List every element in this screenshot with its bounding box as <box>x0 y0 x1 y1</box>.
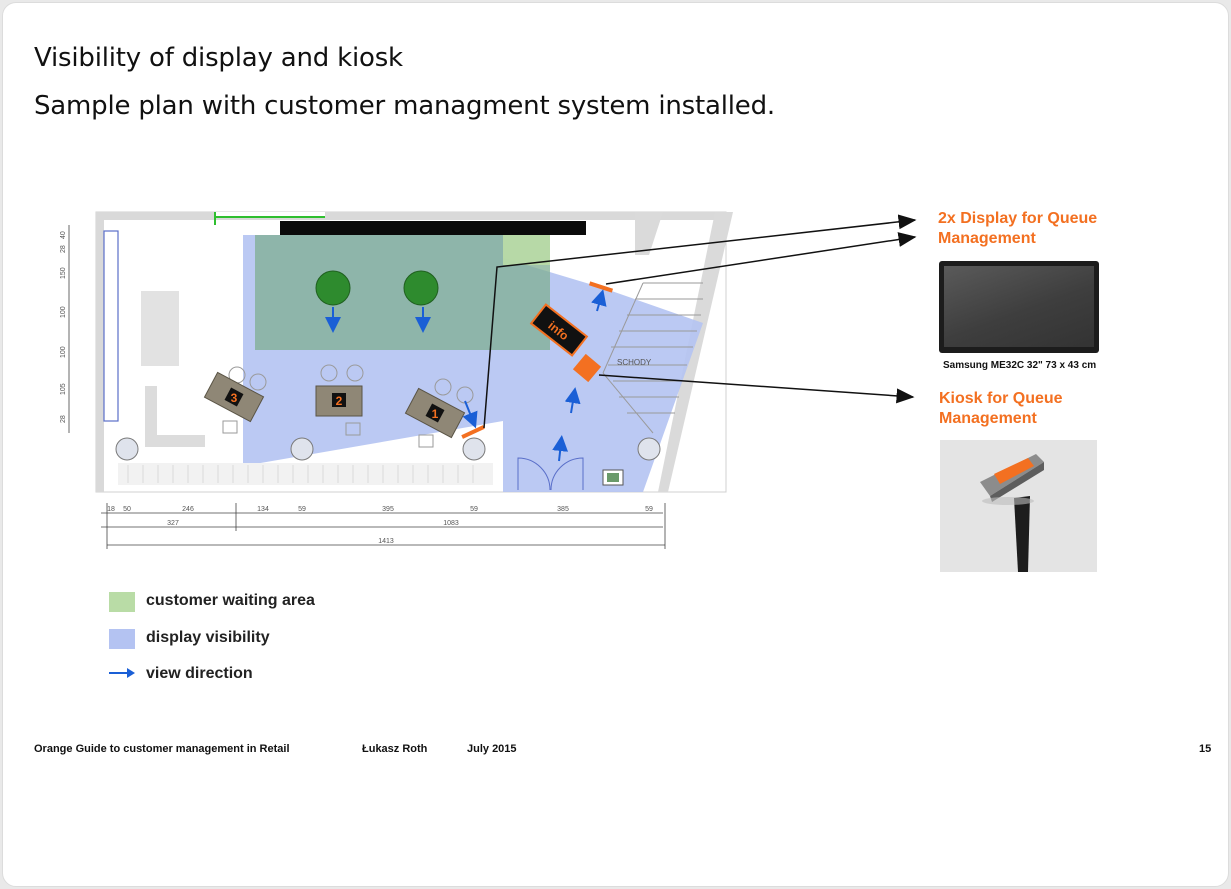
svg-text:59: 59 <box>298 506 306 513</box>
display-on-plan-1 <box>588 281 614 293</box>
kiosk-on-plan <box>572 353 602 383</box>
svg-text:134: 134 <box>257 506 269 513</box>
svg-text:327: 327 <box>167 520 179 527</box>
svg-text:59: 59 <box>470 506 478 513</box>
entrance-door <box>517 457 584 491</box>
view-direction-arrows <box>325 289 607 462</box>
legend-item-waiting: customer waiting area <box>109 591 369 613</box>
display-callout-title: 2x Display for Queue Management <box>938 210 1098 247</box>
legend-label-waiting: customer waiting area <box>146 592 315 609</box>
customer-waiting-area <box>255 235 550 350</box>
desk-1 <box>404 387 466 439</box>
desk-3-label: 3 <box>231 391 238 405</box>
legend-item-view-direction: view direction <box>109 664 369 686</box>
kiosk-callout-title: Kiosk for Queue Management <box>939 390 1063 427</box>
stairs-label: SCHODY <box>617 358 652 367</box>
svg-text:105: 105 <box>60 383 67 395</box>
round-pillars <box>115 437 661 461</box>
desk-1-label: 1 <box>432 407 439 421</box>
callout-lines <box>483 214 917 429</box>
svg-text:385: 385 <box>557 506 569 513</box>
legend-swatch-waiting <box>109 592 135 612</box>
desk-3 <box>203 371 265 423</box>
desk-2 <box>315 385 363 417</box>
kiosk-illustration <box>940 440 1097 572</box>
tv-display-image <box>939 261 1099 353</box>
legend-item-visibility: display visibility <box>109 628 369 650</box>
svg-text:1413: 1413 <box>378 538 394 545</box>
svg-text:18: 18 <box>107 506 115 513</box>
display-on-plan-2 <box>461 425 485 439</box>
kiosk-image <box>940 440 1097 572</box>
legend-label-view-direction: view direction <box>146 665 253 682</box>
chairs <box>222 364 474 448</box>
left-dimension-labels: 40 28 150 100 100 105 28 <box>60 231 67 423</box>
legend-label-visibility: display visibility <box>146 629 270 646</box>
desk-2-label: 2 <box>336 394 343 408</box>
arrow-right-icon <box>109 668 135 678</box>
footer-guide: Orange Guide to customer management in R… <box>34 743 290 755</box>
svg-text:395: 395 <box>382 506 394 513</box>
svg-text:59: 59 <box>645 506 653 513</box>
footer-author: Łukasz Roth <box>362 743 428 755</box>
dimension-labels: 18 50 246 134 59 395 59 385 59 327 1083 … <box>107 506 653 545</box>
floor-plan: SCHODY <box>60 211 917 678</box>
plant-left <box>315 270 351 306</box>
svg-text:100: 100 <box>60 346 67 358</box>
plant-right <box>403 270 439 306</box>
tv-screen <box>944 266 1094 347</box>
svg-text:40: 40 <box>60 231 67 239</box>
display-caption: Samsung ME32C 32" 73 x 43 cm <box>943 360 1097 371</box>
slide-title: Visibility of display and kiosk <box>34 43 403 73</box>
svg-text:150: 150 <box>60 267 67 279</box>
dimension-lines <box>68 225 666 549</box>
svg-text:28: 28 <box>60 415 67 423</box>
svg-text:50: 50 <box>123 506 131 513</box>
svg-text:28: 28 <box>60 245 67 253</box>
svg-text:246: 246 <box>182 506 194 513</box>
footer-date: July 2015 <box>467 743 517 755</box>
info-board <box>529 303 589 357</box>
svg-text:1083: 1083 <box>443 520 459 527</box>
slide-subtitle: Sample plan with customer managment syst… <box>34 91 775 121</box>
svg-text:100: 100 <box>60 306 67 318</box>
page-number: 15 <box>1199 743 1212 755</box>
legend-swatch-visibility <box>109 629 135 649</box>
stairs <box>602 282 703 434</box>
